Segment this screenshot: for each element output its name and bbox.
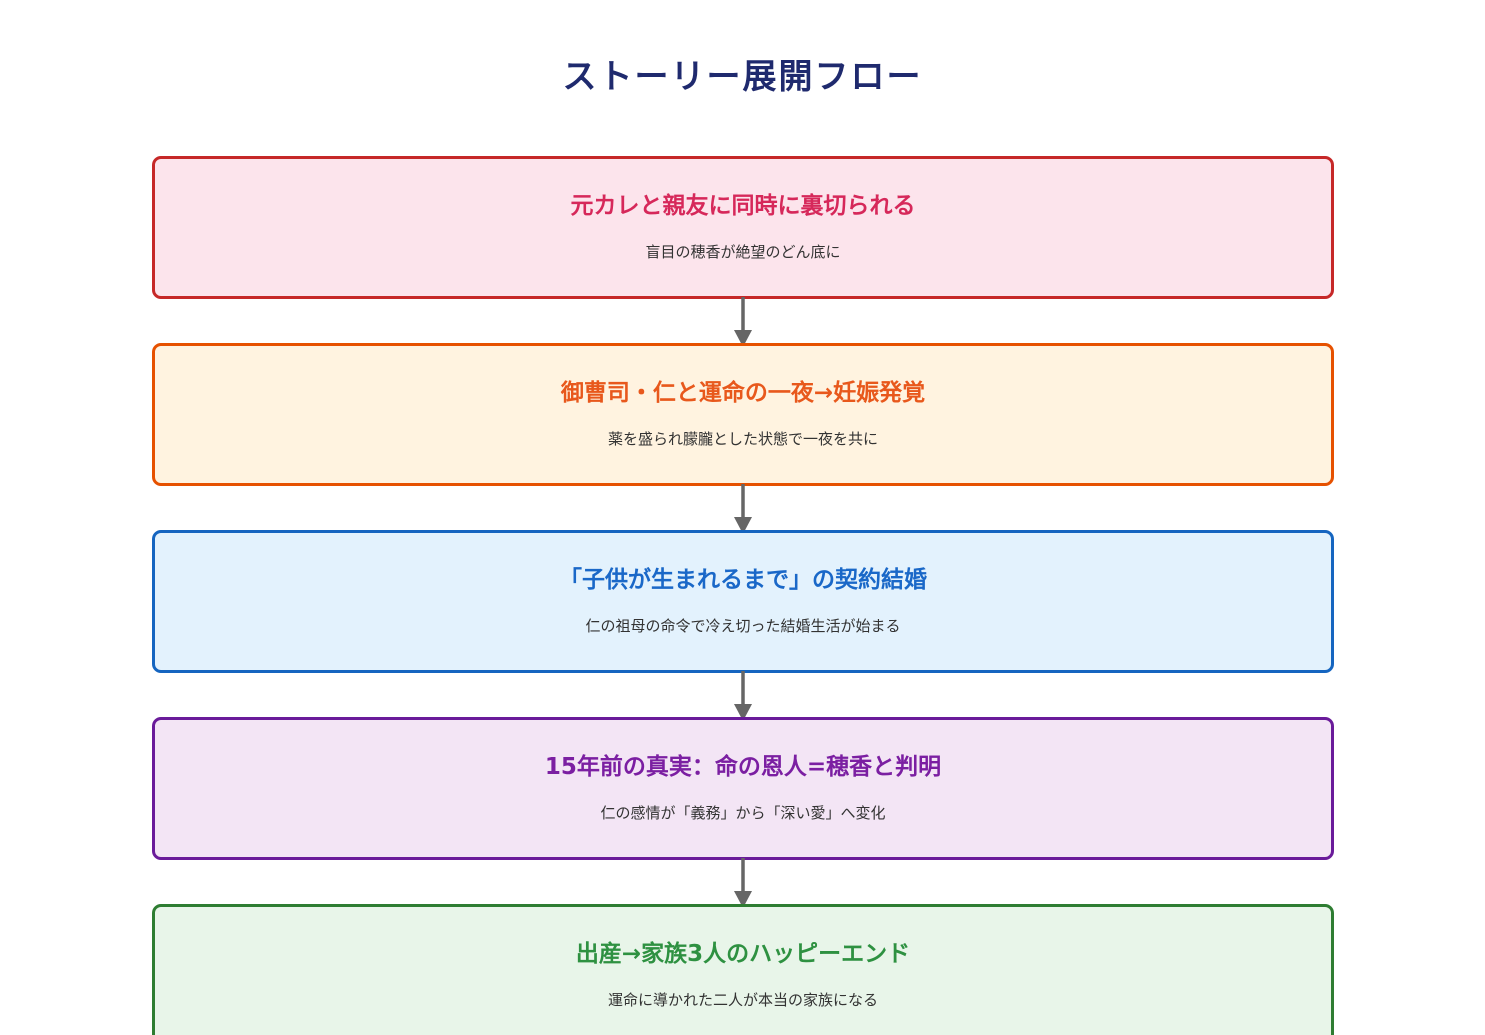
flow-node-title: 出産→家族3人のハッピーエンド (575, 941, 911, 968)
flow-node-subtitle: 盲目の穂香が絶望のどん底に (645, 242, 841, 261)
flow-node-subtitle: 薬を盛られ朦朧とした状態で一夜を共に (607, 429, 878, 448)
flow-node-title: 元カレと親友に同時に裏切られる (570, 193, 916, 220)
flow-connector-3 (152, 671, 1334, 721)
flow-node-subtitle: 運命に導かれた二人が本当の家族になる (607, 990, 878, 1009)
flow-connector-2 (152, 484, 1334, 534)
flow-node-title: 15年前の真実：命の恩人=穂香と判明 (544, 754, 942, 781)
down-arrow-icon (734, 671, 752, 721)
down-arrow-icon (734, 484, 752, 534)
flow-node-subtitle: 仁の感情が「義務」から「深い愛」へ変化 (600, 803, 886, 822)
flow-node-title: 「子供が生まれるまで」の契約結婚 (559, 567, 927, 594)
flow-node-2[interactable]: 御曹司・仁と運命の一夜→妊娠発覚薬を盛られ朦朧とした状態で一夜を共に (152, 343, 1334, 486)
flow-node-4[interactable]: 15年前の真実：命の恩人=穂香と判明仁の感情が「義務」から「深い愛」へ変化 (152, 717, 1334, 860)
flow-connector-4 (152, 858, 1334, 908)
flow-node-title: 御曹司・仁と運命の一夜→妊娠発覚 (560, 380, 926, 407)
down-arrow-icon (734, 858, 752, 908)
flow-node-3[interactable]: 「子供が生まれるまで」の契約結婚仁の祖母の命令で冷え切った結婚生活が始まる (152, 530, 1334, 673)
flow-node-5[interactable]: 出産→家族3人のハッピーエンド運命に導かれた二人が本当の家族になる (152, 904, 1334, 1035)
flow-connector-1 (152, 297, 1334, 347)
down-arrow-icon (734, 297, 752, 347)
page-title: ストーリー展開フロー (562, 56, 923, 97)
flow-node-subtitle: 仁の祖母の命令で冷え切った結婚生活が始まる (585, 616, 901, 635)
flow-diagram: 元カレと親友に同時に裏切られる盲目の穂香が絶望のどん底に御曹司・仁と運命の一夜→… (152, 156, 1334, 1035)
flow-node-1[interactable]: 元カレと親友に同時に裏切られる盲目の穂香が絶望のどん底に (152, 156, 1334, 299)
